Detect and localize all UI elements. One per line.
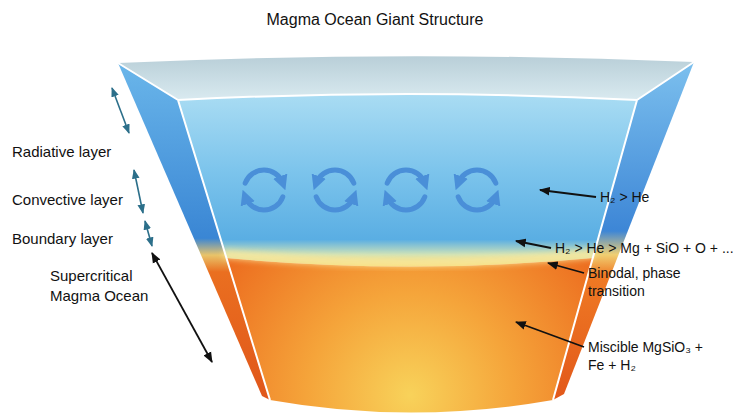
- transition-label: Binodal, phase transition: [588, 264, 700, 300]
- convection-arrows: [245, 170, 496, 210]
- composition-label: Miscible MgSiO₃ + Fe + H₂: [588, 338, 708, 374]
- layer-label: Radiative layer: [12, 142, 111, 162]
- boundary-glow: [224, 254, 594, 263]
- composition-label: H₂ > He > Mg + SiO + O + ...: [555, 239, 734, 257]
- layer-label: Convective layer: [12, 190, 123, 210]
- composition-label: H₂ > He: [600, 188, 649, 206]
- layer-span-arrows: [112, 88, 212, 362]
- leader-arrows: [516, 190, 596, 347]
- diagram-title: Magma Ocean Giant Structure: [0, 10, 750, 31]
- layer-label: Supercritical Magma Ocean: [50, 266, 150, 305]
- layer-label: Boundary layer: [12, 229, 113, 249]
- magma-ocean: [226, 258, 593, 413]
